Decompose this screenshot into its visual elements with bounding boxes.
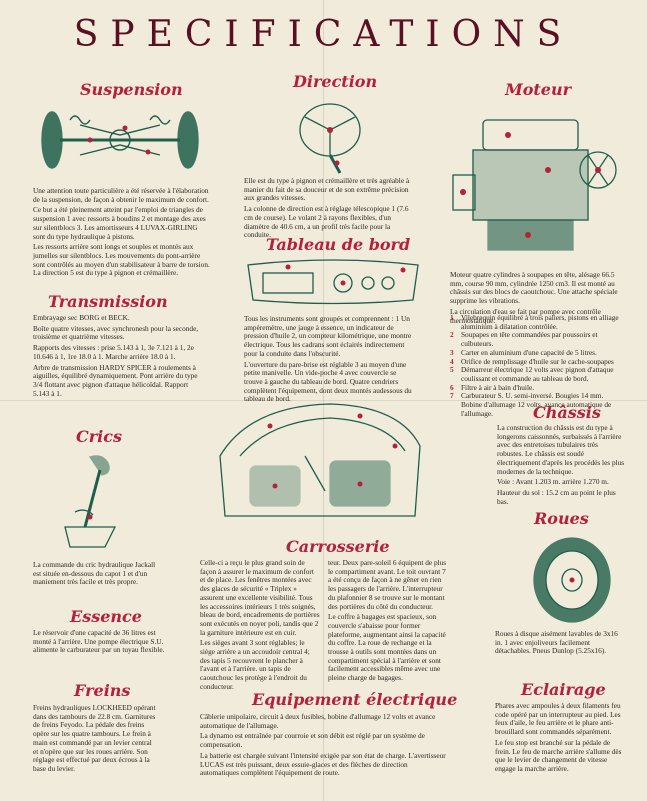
transmission-paragraph: Embrayage sec BORG et BECK. xyxy=(33,313,130,322)
item-number: 1 xyxy=(450,313,454,322)
heading-equipement-electrique: Equipement électrique xyxy=(252,690,458,709)
eclairage-paragraph: Phares avec ampoules à deux filaments fe… xyxy=(495,701,621,737)
carrosserie-paragraph: Les sièges avant 3 sont réglables; le si… xyxy=(200,638,310,691)
engine-illustration xyxy=(448,100,623,268)
suspension-text: Une attention toute particulière a été r… xyxy=(33,186,211,280)
heading-transmission: Transmission xyxy=(48,292,168,311)
moteur-feature-item: 2 Soupapes en tête commandées par poussoi… xyxy=(450,330,620,349)
chassis-paragraph: Voie : Avant 1.203 m. arrière 1.270 m. xyxy=(497,477,609,487)
steering-wheel-illustration xyxy=(285,95,380,175)
carrosserie-paragraph: teur. Deux pare-soleil 6 équipent de plu… xyxy=(328,558,447,611)
electrique-paragraph: La dynamo est entraînée par courroie et … xyxy=(200,731,425,750)
suspension-paragraph: Une attention toute particulière a été r… xyxy=(33,186,209,204)
moteur-feature-item: 6 Filtre à air à bain d'huile. xyxy=(450,382,620,393)
transmission-text: Embrayage sec BORG et BECK. Boîte quatre… xyxy=(33,313,205,400)
heading-carrosserie: Carrosserie xyxy=(286,537,390,556)
chassis-paragraph: La construction du châssis est du type à… xyxy=(497,423,625,476)
heading-roues: Roues xyxy=(534,509,589,528)
moteur-feature-item: 5 Démarreur électrique 12 volts avec pign… xyxy=(450,365,620,383)
crics-paragraph: La commande du cric hydraulique Jackall … xyxy=(33,560,156,587)
suspension-paragraph: Les ressorts arrière sont longs et soupl… xyxy=(33,242,210,278)
page-title: SPECIFICATIONS xyxy=(73,14,574,55)
item-number: 4 xyxy=(450,356,454,366)
eclairage-paragraph: Le feu stop est branché sur la pédale de… xyxy=(495,737,622,773)
electrique-paragraph: La batterie est chargée suivant l'intens… xyxy=(200,750,446,778)
freins-paragraph: Freins hydrauliques LOCKHEED opérant dan… xyxy=(33,703,156,773)
roues-text: Roues à disque aisément lavables de 3x16… xyxy=(495,629,623,658)
heading-eclairage: Eclairage xyxy=(521,680,606,699)
carrosserie-col2: teur. Deux pare-soleil 6 équipent de plu… xyxy=(328,558,448,685)
direction-text: Elle est du type à pignon et crémaillère… xyxy=(244,176,412,242)
direction-paragraph: La colonne de direction est à réglage té… xyxy=(244,204,409,240)
item-text: Soupapes en tête commandées par poussoir… xyxy=(461,330,598,349)
transmission-paragraph: Boîte quatre vitesses, avec synchronesh … xyxy=(33,323,199,342)
chassis-text: La construction du châssis est du type à… xyxy=(497,423,625,508)
item-text: Filtre à air à bain d'huile. xyxy=(461,382,535,392)
item-number: 7 xyxy=(450,391,454,401)
heading-essence: Essence xyxy=(70,607,142,626)
heading-suspension: Suspension xyxy=(80,80,183,99)
suspension-illustration xyxy=(30,100,210,180)
moteur-feature-list: 1 Vilebrequin équilibré à trois paliers, … xyxy=(450,313,620,418)
moteur-feature-item: 4 Orifice de remplissage d'huile sur le c… xyxy=(450,356,620,367)
moteur-feature-item: 1 Vilebrequin équilibré à trois paliers, … xyxy=(450,313,620,331)
wheel-illustration xyxy=(520,530,620,625)
carrosserie-col1: Celle-ci a reçu le plus grand soin de fa… xyxy=(200,558,320,694)
carrosserie-paragraph: Le coffre à bagages est spacieux, son co… xyxy=(328,612,446,683)
roues-paragraph: Roues à disque aisément lavables de 3x16… xyxy=(495,629,618,656)
item-number: 3 xyxy=(450,347,454,357)
heading-chassis: Châssis xyxy=(533,403,601,422)
moteur-paragraph: La circulation d'eau se fait par pompe a… xyxy=(450,306,601,325)
jack-illustration xyxy=(45,452,155,552)
moteur-paragraph: Moteur quatre cylindres à soupapes en tê… xyxy=(450,270,618,306)
essence-text: Le réservoir d'une capacité de 36 litres… xyxy=(33,628,165,657)
crics-text: La commande du cric hydraulique Jackall … xyxy=(33,560,163,589)
car-interior-illustration xyxy=(210,396,430,526)
item-text: Vilebrequin équilibré à trois paliers, p… xyxy=(461,313,619,331)
fold-line-horizontal xyxy=(0,400,647,401)
transmission-paragraph: Arbre de transmission HARDY SPICER à rou… xyxy=(33,362,198,398)
direction-paragraph: Elle est du type à pignon et crémaillère… xyxy=(244,176,410,203)
heading-direction: Direction xyxy=(293,72,378,91)
item-number: 5 xyxy=(450,365,454,375)
moteur-feature-item: 7 Carburateur S. U. semi-inversé. Bougies… xyxy=(450,391,620,418)
freins-text: Freins hydrauliques LOCKHEED opérant dan… xyxy=(33,703,158,776)
item-text: Carburateur S. U. semi-inversé. Bougies … xyxy=(461,391,612,418)
tableau-paragraph: L'ouverture du pare-brise est réglable 3… xyxy=(244,359,412,404)
moteur-intro: Moteur quatre cylindres à soupapes en tê… xyxy=(450,270,620,327)
heading-freins: Freins xyxy=(74,681,131,700)
item-number: 6 xyxy=(450,382,454,392)
item-text: Carter en aluminium d'une capacité de 5 … xyxy=(461,347,597,357)
electrique-text: Câblerie unipolaire, circuit à deux fusi… xyxy=(200,712,448,780)
transmission-paragraph: Rapports des vitesses : prise 5.143 à 1,… xyxy=(33,343,194,361)
electrique-paragraph: Câblerie unipolaire, circuit à deux fusi… xyxy=(200,712,436,730)
item-text: Démarreur électrique 12 volts avec pigno… xyxy=(461,365,614,383)
fold-line-vertical xyxy=(323,0,324,801)
heading-moteur: Moteur xyxy=(505,80,572,99)
tableau-paragraph: Tous les instruments sont groupés et com… xyxy=(244,314,412,358)
carrosserie-paragraph: Celle-ci a reçu le plus grand soin de fa… xyxy=(200,558,320,637)
moteur-feature-item: 3 Carter en aluminium d'une capacité de 5… xyxy=(450,347,620,358)
tableau-text: Tous les instruments sont groupés et com… xyxy=(244,314,414,406)
heading-tableau-de-bord: Tableau de bord xyxy=(266,235,411,254)
dashboard-illustration xyxy=(243,255,423,310)
item-number: 2 xyxy=(450,330,454,340)
suspension-paragraph: Ce but a été pleinement atteint par l'em… xyxy=(33,205,206,241)
eclairage-text: Phares avec ampoules à deux filaments fe… xyxy=(495,701,623,776)
heading-crics: Crics xyxy=(76,427,122,446)
essence-paragraph: Le réservoir d'une capacité de 36 litres… xyxy=(33,628,165,655)
item-text: Orifice de remplissage d'huile sur le ca… xyxy=(461,356,614,366)
chassis-paragraph: Hauteur du sol : 15.2 cm au point le plu… xyxy=(497,487,616,506)
